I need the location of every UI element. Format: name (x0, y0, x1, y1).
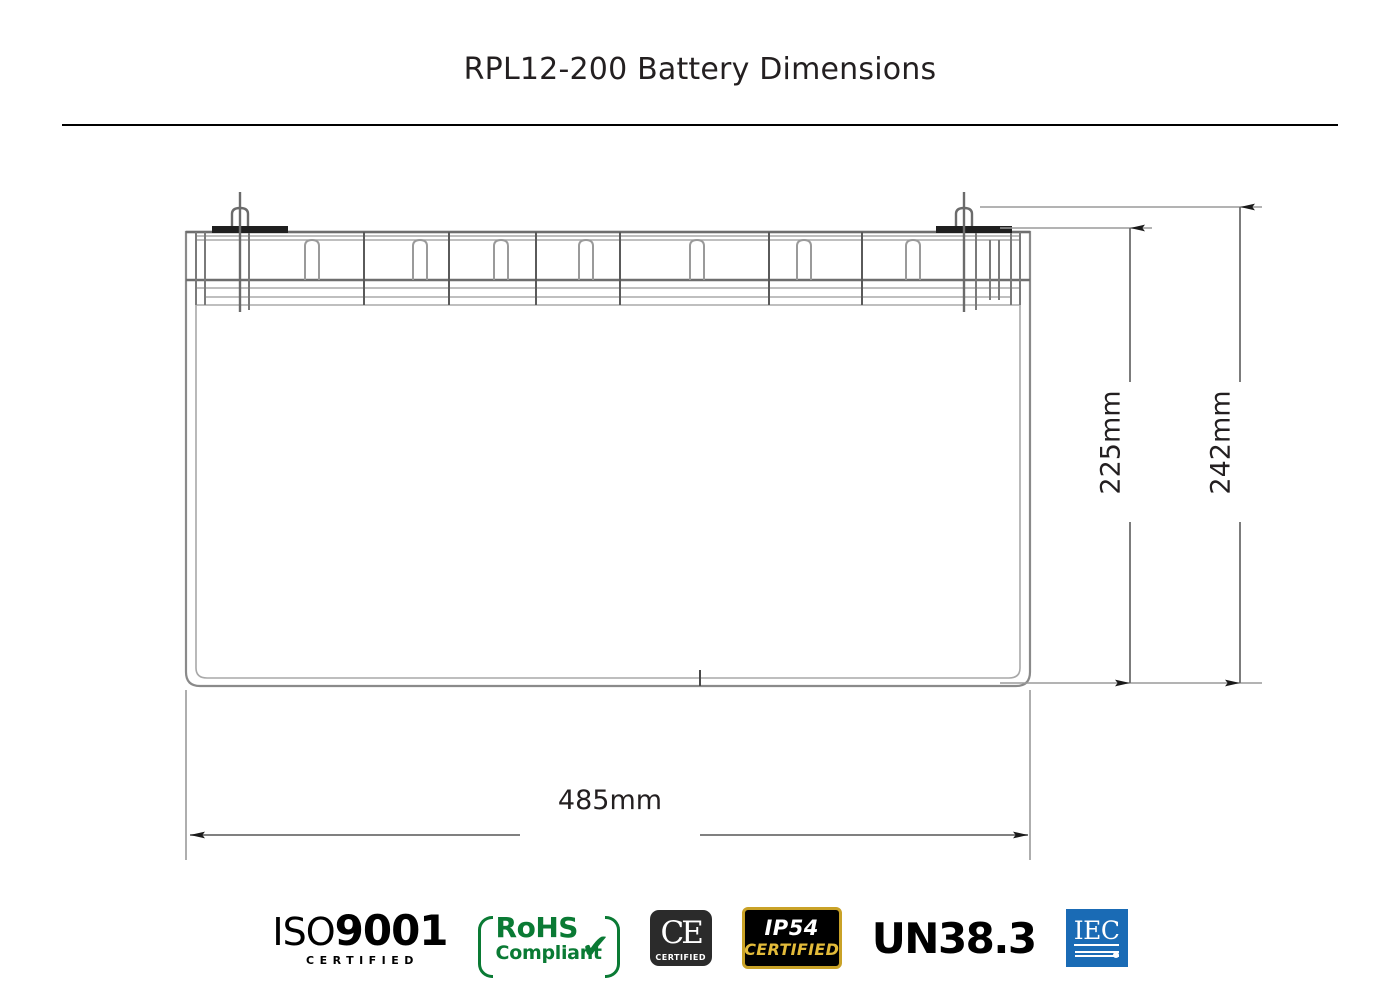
battery-case-outline (184, 230, 1032, 688)
case-right-edge-detail (975, 232, 1021, 310)
iso-subtitle: CERTIFIED (306, 954, 419, 967)
terminal-negative (212, 192, 288, 312)
dimension-label-overall-height: 242mm (1205, 390, 1237, 495)
certification-badges: ISO9001 CERTIFIED RoHS Compliant ✔ CE CE… (0, 898, 1400, 978)
dimension-label-width: 485mm (557, 785, 663, 816)
un383-logo: UN38.3 (871, 913, 1037, 963)
iec-logo: IEC (1065, 909, 1128, 967)
vent-caps (304, 238, 921, 280)
rohs-line2: Compliant (495, 941, 602, 964)
cell-dividers (363, 232, 863, 305)
rohs-left-bracket-icon (477, 915, 493, 978)
iso-number: 9001 (334, 906, 449, 955)
iec-lines-icon (1074, 950, 1119, 959)
iso-prefix: ISO (272, 910, 335, 954)
ip54-subtitle: CERTIFIED (744, 940, 840, 959)
page-title: RPL12-200 Battery Dimensions (463, 52, 937, 87)
rohs-right-bracket-icon (604, 915, 620, 978)
dimension-label-height: 225mm (1095, 390, 1127, 495)
iso9001-certified-logo: ISO9001 CERTIFIED (272, 910, 448, 967)
dimension-lines (190, 203, 1255, 839)
rohs-line1: RoHS (495, 910, 579, 944)
ce-mark-text: CE (660, 915, 704, 951)
header-divider (62, 124, 1338, 126)
ce-certified-logo: CE CERTIFIED (649, 910, 712, 966)
iec-text: IEC (1073, 915, 1120, 946)
ip54-rating: IP54 (764, 916, 819, 940)
ce-subtitle: CERTIFIED (655, 953, 707, 962)
battery-lid-band (186, 230, 1030, 282)
rohs-checkmark-icon: ✔ (581, 926, 610, 967)
battery-lid-secondary-lines (196, 239, 1020, 306)
rohs-compliant-logo: RoHS Compliant ✔ (477, 910, 620, 978)
terminal-positive (936, 192, 1012, 312)
case-left-edge-detail (195, 232, 250, 310)
ip54-certified-logo: IP54 CERTIFIED (741, 907, 842, 969)
